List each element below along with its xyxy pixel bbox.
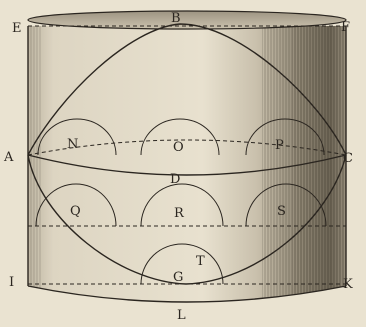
label-q: Q — [70, 204, 81, 219]
label-c: C — [343, 151, 353, 166]
label-l: L — [177, 308, 186, 323]
label-i: I — [9, 275, 14, 290]
point-labels: E B F A C N O P D Q R S T G I K L — [3, 11, 353, 323]
label-r: R — [174, 206, 185, 221]
label-g: G — [173, 270, 183, 285]
label-b: B — [171, 11, 181, 26]
label-t: T — [196, 254, 205, 269]
label-f: F — [341, 20, 350, 35]
cylinder-body — [27, 26, 347, 303]
cylinder-top — [27, 10, 347, 30]
label-k: K — [343, 277, 353, 292]
label-n: N — [67, 137, 78, 152]
label-p: P — [275, 138, 284, 153]
label-s: S — [277, 204, 286, 219]
dashed-lines — [27, 25, 347, 285]
label-a: A — [3, 150, 14, 165]
label-d: D — [170, 172, 180, 187]
sphere-curves — [27, 23, 347, 285]
semicircles — [35, 118, 327, 285]
label-o: O — [173, 140, 184, 155]
label-e: E — [12, 21, 22, 36]
